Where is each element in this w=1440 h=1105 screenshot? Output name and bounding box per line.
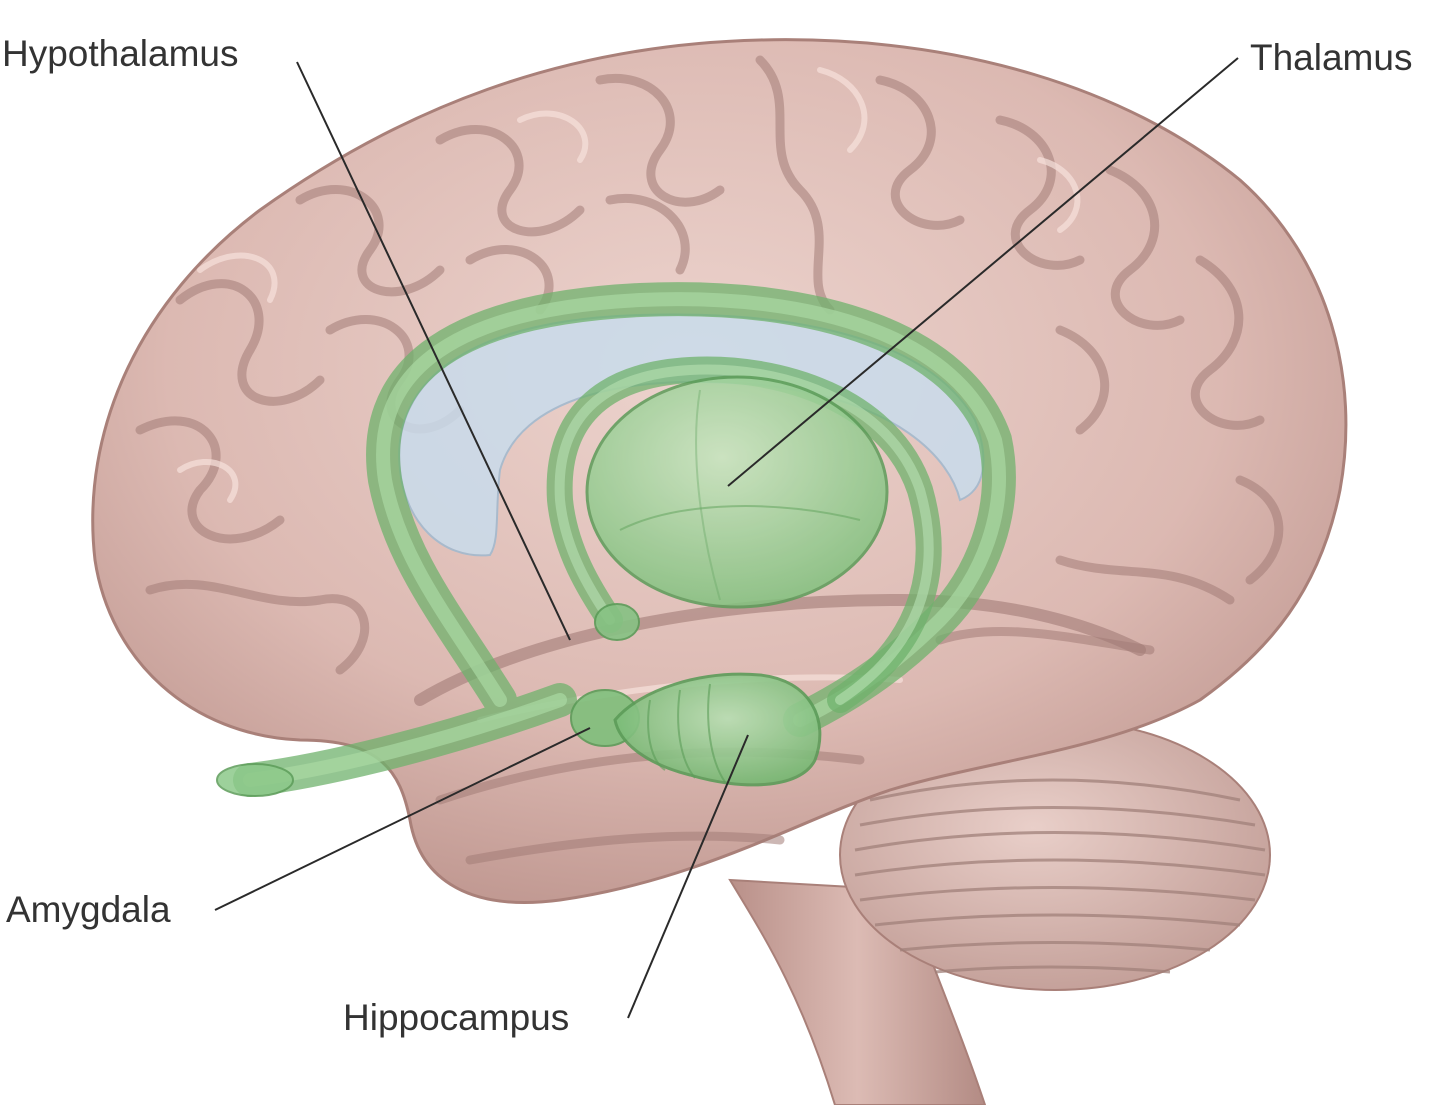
hippocampus — [613, 672, 822, 787]
leader-lines — [214, 57, 1239, 1019]
hippocampus-label: Hippocampus — [343, 997, 569, 1038]
amygdala-leader — [214, 727, 591, 911]
hippocampus-leader — [627, 734, 749, 1019]
thalamus — [585, 375, 889, 609]
cerebellum — [839, 719, 1271, 991]
labels: Hypothalamus Thalamus Amygdala Hippocamp… — [2, 33, 1412, 1038]
amygdala-label: Amygdala — [6, 889, 171, 930]
thalamus-leader — [727, 57, 1239, 487]
thalamus-label: Thalamus — [1250, 37, 1412, 78]
olfactory-tract — [216, 763, 294, 797]
hypothalamus-leader — [296, 61, 571, 641]
hypothalamus-label: Hypothalamus — [2, 33, 239, 74]
mammillary-body — [594, 603, 640, 641]
